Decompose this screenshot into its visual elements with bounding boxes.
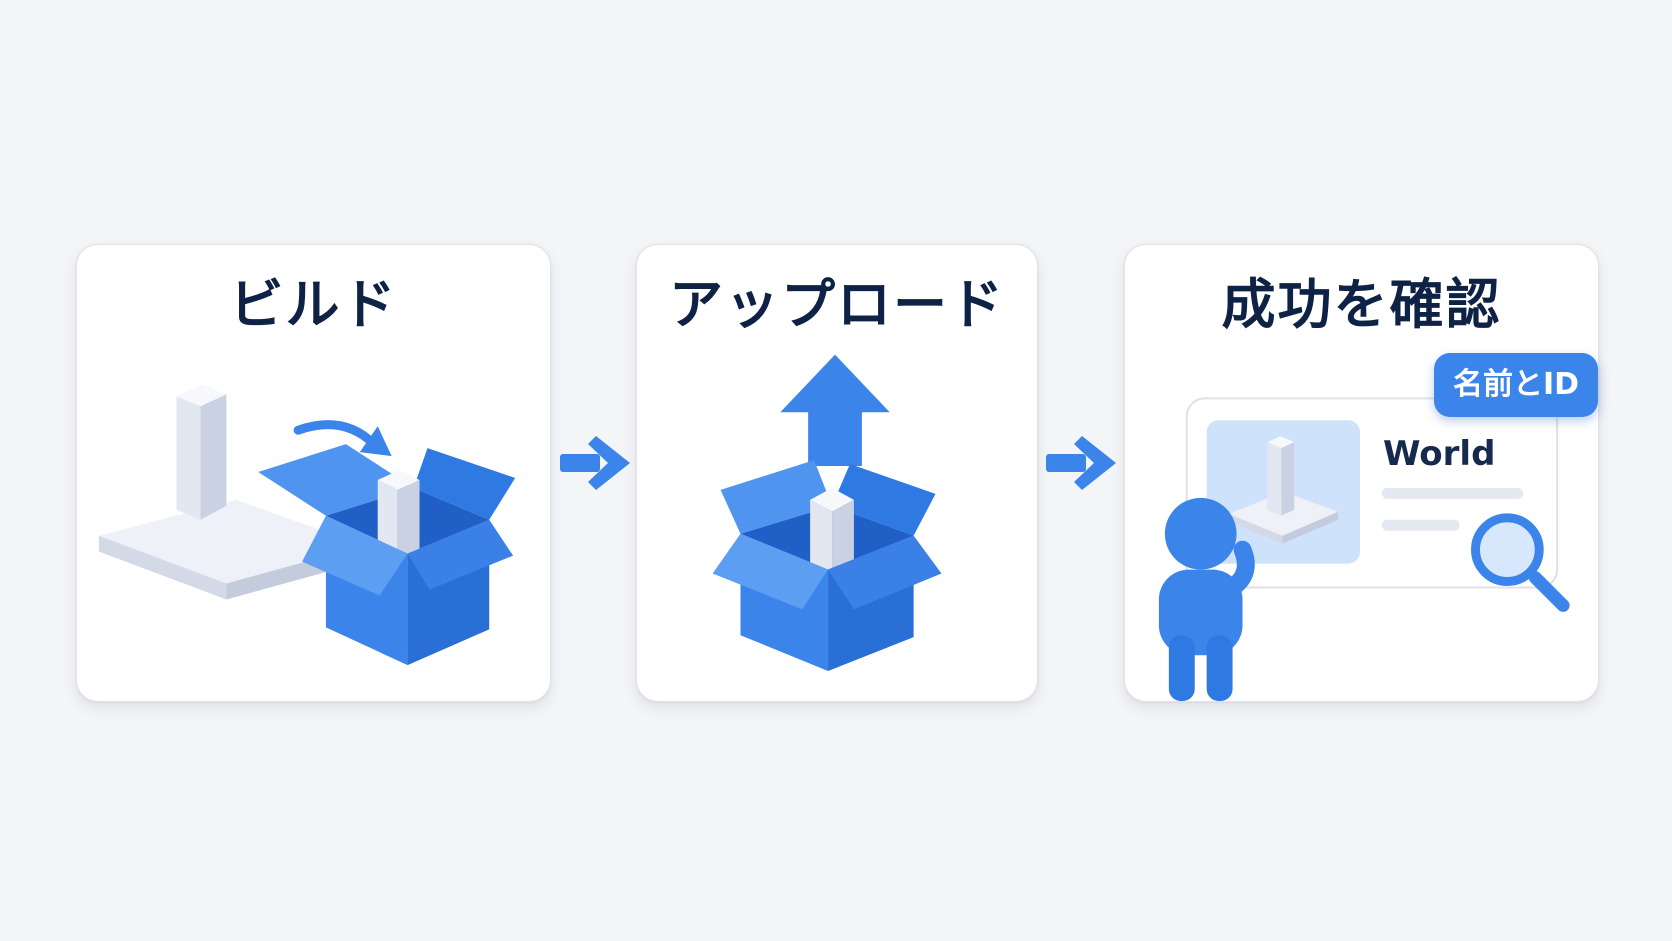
- arrow-up-icon: [780, 354, 890, 467]
- step-title-upload: アップロード: [669, 273, 1005, 336]
- model-block-icon: [176, 384, 227, 520]
- name-id-badge: 名前とID: [1434, 353, 1598, 417]
- text-line-placeholder: [1381, 487, 1524, 499]
- text-line-placeholder: [1381, 519, 1460, 531]
- upload-illustration: [712, 354, 942, 672]
- build-illustration: [98, 384, 516, 666]
- open-box-icon: [712, 460, 942, 672]
- arrow-right-icon: [558, 430, 632, 494]
- step-title-verify: 成功を確認: [1221, 273, 1502, 336]
- model-block-icon: [1228, 436, 1339, 544]
- step-card-build: ビルド: [76, 244, 551, 702]
- magnifier-icon: [1471, 513, 1570, 612]
- world-name-label: World: [1383, 434, 1496, 474]
- arrow-right-icon: [1044, 430, 1118, 494]
- step-card-verify: 成功を確認: [1124, 244, 1599, 702]
- person-icon: [1158, 497, 1255, 701]
- curved-arrow-icon: [293, 420, 392, 457]
- verify-illustration: [1158, 397, 1570, 701]
- world-info-panel: [1185, 397, 1559, 589]
- step-card-upload: アップロード: [636, 244, 1038, 702]
- open-box-icon: [258, 444, 516, 666]
- step-title-build: ビルド: [229, 273, 398, 336]
